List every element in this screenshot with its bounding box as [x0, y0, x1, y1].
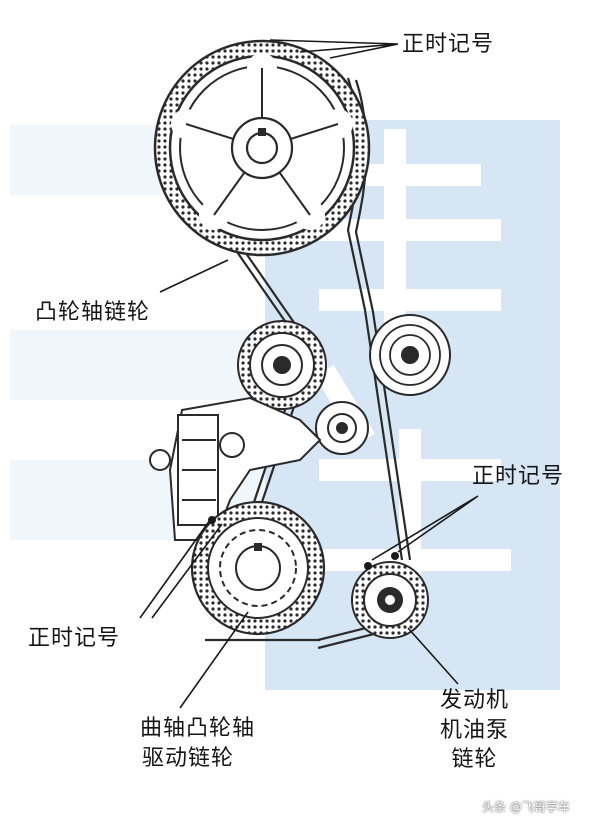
- camshaft-sprocket: [153, 39, 371, 257]
- label-crank-drive-sprocket: 曲轴凸轮轴 驱动链轮: [140, 714, 255, 773]
- label-camshaft-sprocket: 凸轮轴链轮: [35, 300, 151, 325]
- label-crank-drive-line1: 曲轴凸轮轴: [140, 716, 256, 741]
- leader-lines: [139, 39, 479, 709]
- idler-pulley-small: [315, 401, 369, 455]
- label-oil-pump-sprocket: 发动机 机油泵 链轮: [440, 686, 509, 775]
- tensioner-pulley-upper: [237, 320, 327, 410]
- label-oil-pump-line2: 机油泵: [440, 717, 510, 743]
- crankshaft-drive-sprocket: [190, 500, 326, 636]
- label-crank-drive-line2: 驱动链轮: [142, 745, 235, 771]
- idler-pulley-right: [369, 314, 451, 396]
- oil-pump-sprocket: [351, 561, 429, 639]
- label-timing-mark-top: 正时记号: [402, 32, 495, 57]
- tensioner-housing: [149, 396, 322, 541]
- label-timing-mark-right: 正时记号: [472, 464, 565, 489]
- watermark-text: 头条 @飞哥学车: [482, 800, 570, 814]
- timing-mark-dots: [208, 516, 399, 570]
- label-oil-pump-line3: 链轮: [451, 747, 498, 773]
- label-timing-mark-left: 正时记号: [28, 626, 121, 651]
- label-oil-pump-line1: 发动机: [440, 688, 510, 713]
